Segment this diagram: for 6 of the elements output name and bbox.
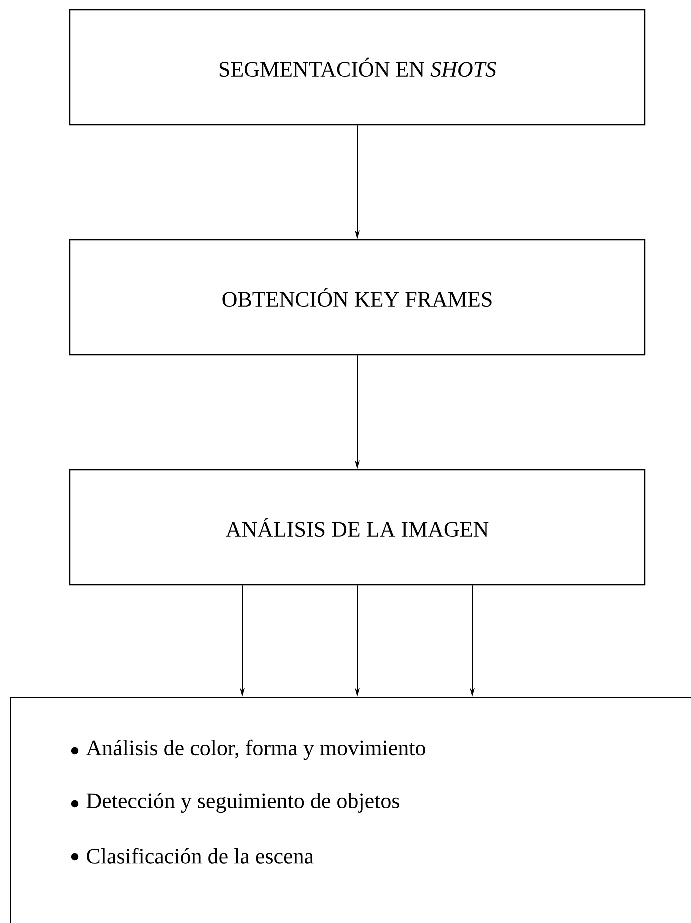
list-item: Detección y seguimiento de objetos bbox=[86, 792, 400, 814]
process-box: OBTENCIÓN KEY FRAMES bbox=[69, 239, 646, 356]
process-box: ANÁLISIS DE LA IMAGEN bbox=[69, 469, 646, 586]
process-box: SEGMENTACIÓN EN SHOTS bbox=[69, 9, 646, 126]
list-item: Análisis de color, forma y movimiento bbox=[86, 740, 426, 760]
list-item: Clasificación de la escena bbox=[87, 848, 314, 864]
